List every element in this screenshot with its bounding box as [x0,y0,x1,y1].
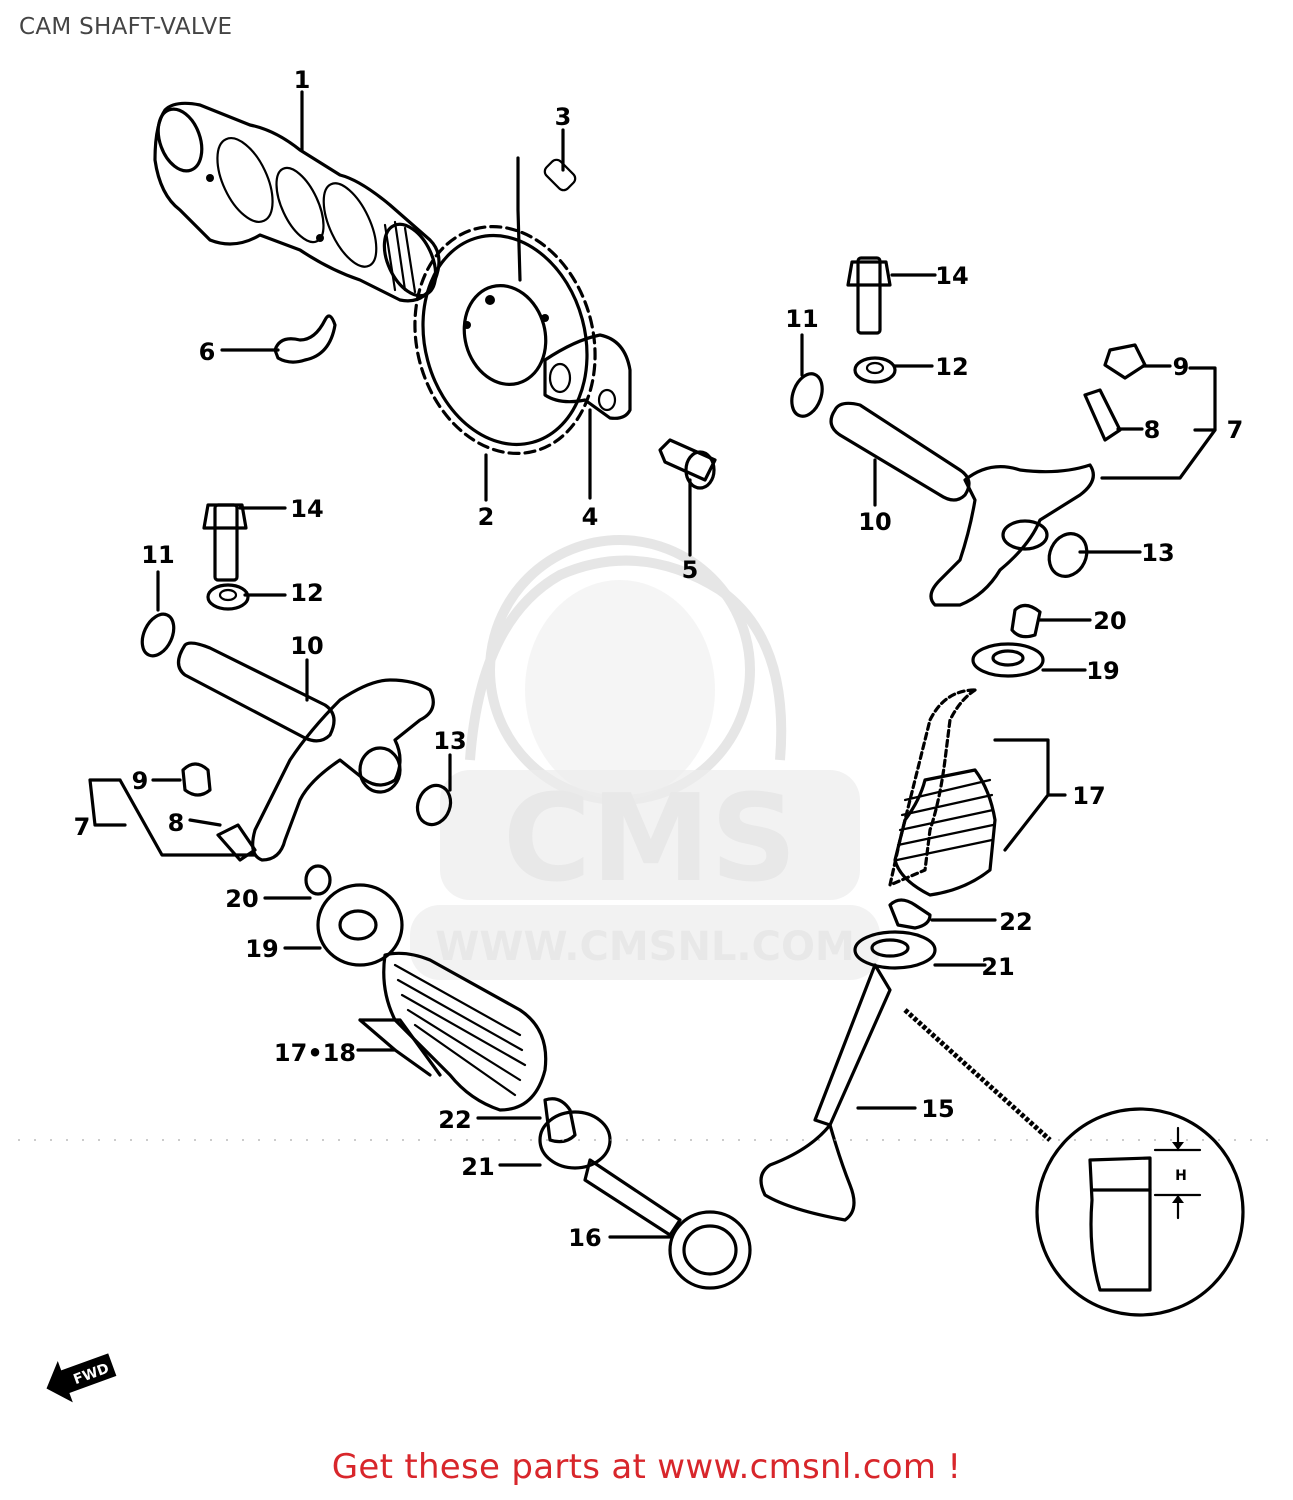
callout-22-right: 22 [999,908,1032,936]
callout-19-left: 19 [245,935,278,963]
callout-14-left: 14 [290,495,323,523]
callout-11-left: 11 [141,541,174,569]
callout-labels: 1 2 3 4 5 6 14 12 11 9 8 7 10 13 20 19 1… [74,66,1244,1252]
callout-7-right: 7 [1227,416,1244,444]
bolt-part-5 [658,438,717,490]
callout-13-right: 13 [1141,539,1174,567]
callout-13-left: 13 [433,727,466,755]
callout-19-right: 19 [1086,657,1119,685]
callout-11-right: 11 [785,305,818,333]
get-parts-link[interactable]: Get these parts at www.cmsnl.com ! [331,1447,962,1487]
callout-17-right: 17 [1072,782,1105,810]
callout-12-left: 12 [290,579,323,607]
callout-10-left: 10 [290,632,323,660]
callout-3: 3 [555,103,572,131]
callout-22-left: 22 [438,1106,471,1134]
callout-15: 15 [921,1095,954,1123]
callout-5: 5 [682,556,699,584]
watermark-brand: CMS [503,770,797,909]
callout-7-left: 7 [74,813,91,841]
watermark-url: WWW.CMSNL.COM [435,924,855,970]
callout-9-left: 9 [132,767,149,795]
callout-16: 16 [568,1224,601,1252]
callout-9-right: 9 [1173,353,1190,381]
callout-2: 2 [478,503,495,531]
callout-6: 6 [199,338,216,366]
watermark: CMS WWW.CMSNL.COM [410,535,880,980]
callout-14-right: 14 [935,262,968,290]
fwd-marker: FWD [46,1353,117,1403]
callout-21-left: 21 [461,1153,494,1181]
detail-magnifier: H [1035,1107,1245,1317]
callout-10-right: 10 [858,508,891,536]
leader-lines [18,90,1275,1239]
callout-8-left: 8 [168,809,185,837]
clip-part [273,314,337,364]
callout-20-left: 20 [225,885,258,913]
dimension-h-label: H [1175,1168,1187,1184]
callout-17-18: 17•18 [274,1039,356,1067]
callout-4: 4 [582,503,599,531]
cam-sprocket-part [413,158,632,455]
page-title: CAM SHAFT-VALVE [19,14,233,40]
callout-1: 1 [294,66,311,94]
callout-12-right: 12 [935,353,968,381]
callout-21-right: 21 [981,953,1014,981]
callout-8-right: 8 [1144,416,1161,444]
parts-diagram: CMS WWW.CMSNL.COM [18,66,1275,1403]
camshaft-part [153,101,441,303]
callout-20-right: 20 [1093,607,1126,635]
rocker-assembly-right [759,256,1147,1222]
